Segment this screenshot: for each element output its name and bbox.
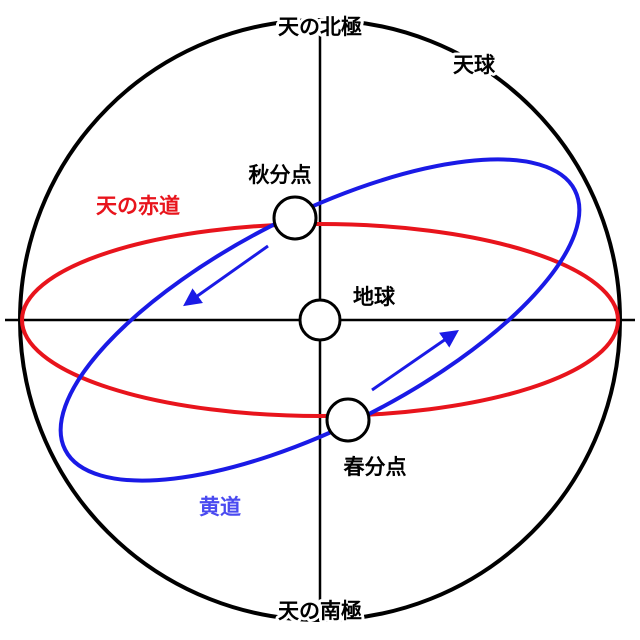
celestial-sphere-label: 天球 — [453, 53, 496, 77]
vernal-equinox-label: 春分点 — [344, 455, 407, 479]
ecliptic-direction-arrow-lower — [371, 329, 459, 392]
south-pole-label: 天の南極 — [278, 599, 362, 623]
autumnal-equinox-circle — [272, 195, 318, 241]
earth-label: 地球 — [353, 285, 396, 309]
ecliptic-direction-arrow-upper — [183, 244, 269, 307]
north-pole-label: 天の北極 — [278, 15, 362, 39]
ecliptic-label: 黄道 — [199, 495, 241, 519]
autumnal-equinox-label: 秋分点 — [249, 163, 312, 187]
celestial-equator-ellipse — [20, 222, 620, 418]
celestial-equator-label: 天の赤道 — [96, 194, 180, 218]
earth-circle — [298, 298, 342, 342]
vernal-equinox-circle — [325, 397, 371, 443]
